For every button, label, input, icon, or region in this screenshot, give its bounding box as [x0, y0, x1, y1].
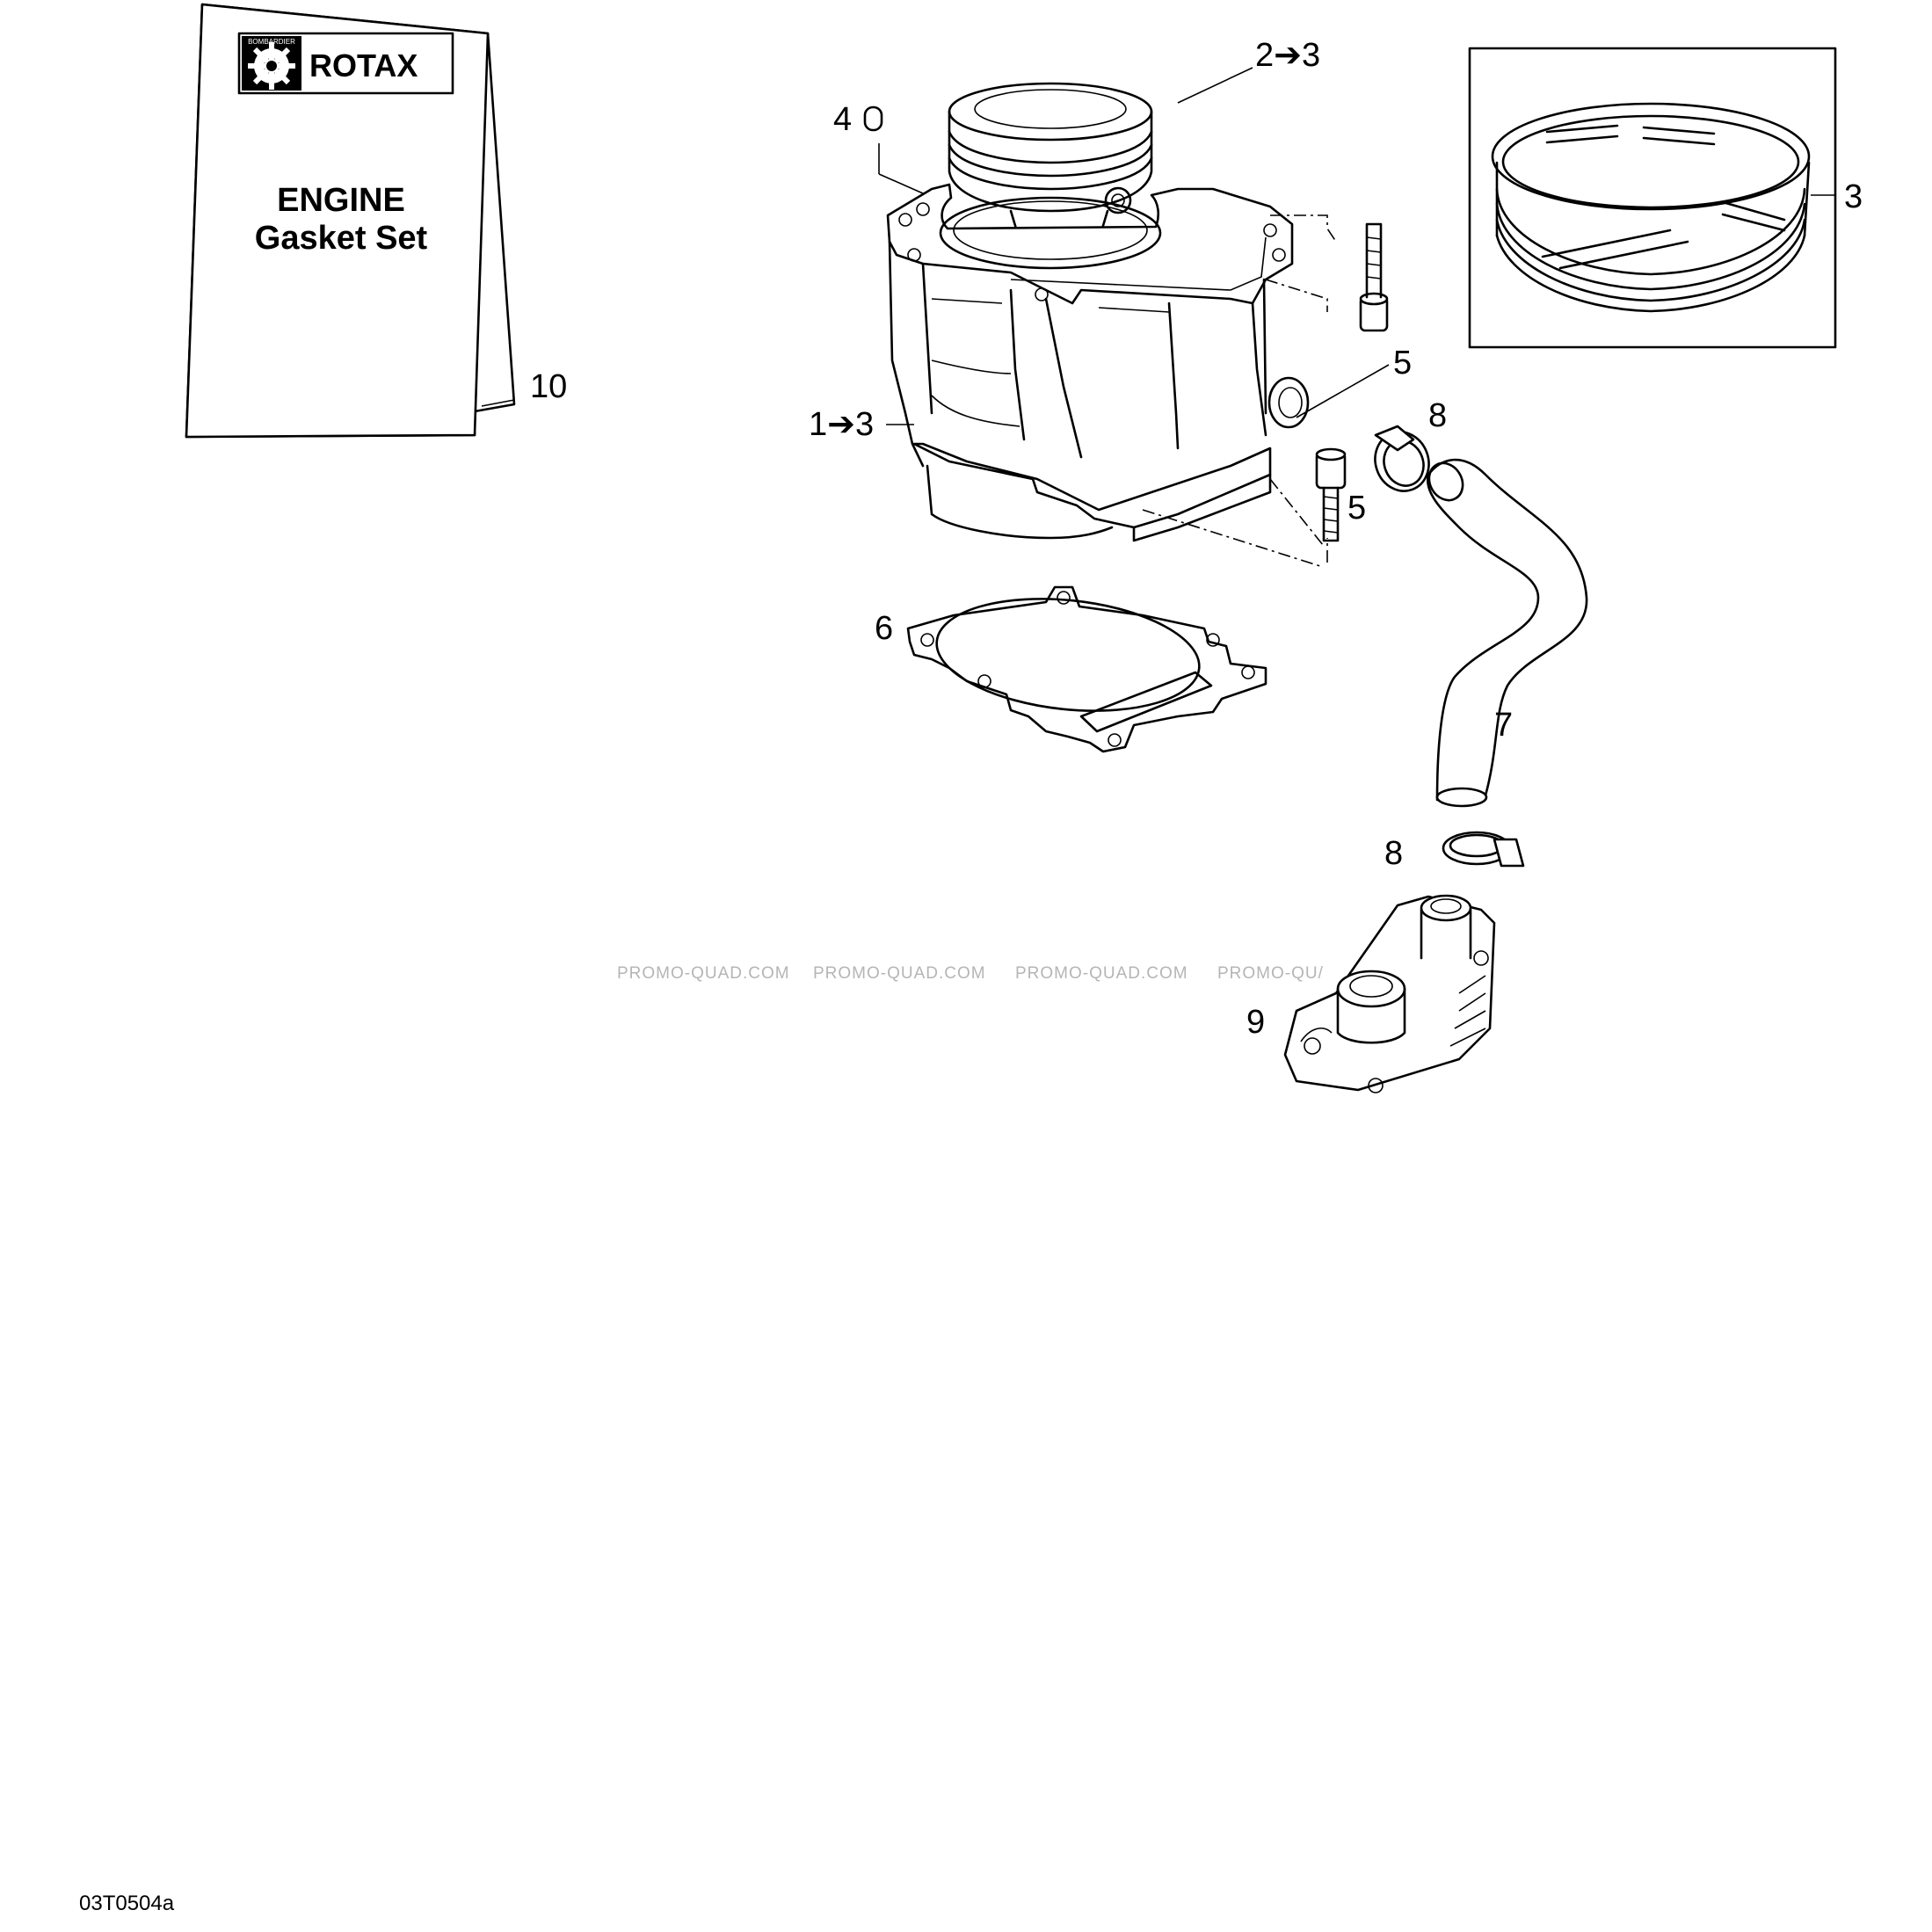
manual-title-line1: ENGINE	[277, 182, 405, 219]
brand-name: ROTAX	[309, 47, 418, 84]
callout-5-lower: 5	[1347, 490, 1366, 527]
base-gasket	[906, 585, 1267, 753]
callout-1: 1➔3	[809, 406, 874, 443]
callout-10: 10	[530, 368, 567, 405]
coolant-hose	[1426, 458, 1588, 808]
callout-4-group: 4	[833, 101, 883, 138]
callout-2: 2➔3	[1255, 37, 1320, 74]
hose-clamp-lower	[1442, 831, 1525, 868]
rotax-logo: BOMBARDIER ROTAX	[237, 32, 454, 95]
manual-title-line2: Gasket Set	[255, 220, 428, 257]
hose-clamp-upper	[1374, 425, 1430, 492]
brand-small-text: BOMBARDIER	[248, 38, 295, 46]
circle-zero-icon	[863, 105, 883, 132]
watermark-strip: PROMO-QUAD.COM PROMO-QUAD.COM PROMO-QUAD…	[617, 964, 1324, 983]
piston-ring-set-panel	[1468, 47, 1837, 349]
watermark-text: PROMO-QUAD.COM	[617, 964, 790, 983]
callout-9: 9	[1246, 1004, 1265, 1041]
drawing-code: 03T0504a	[79, 1892, 175, 1915]
screw-lower	[1142, 447, 1347, 568]
water-pump-housing	[1283, 894, 1496, 1093]
callout-8-upper: 8	[1428, 397, 1447, 434]
watermark-text: PROMO-QUAD.COM	[1015, 964, 1188, 983]
gasket-set-manual: BOMBARDIER ROTAX ENGINE Gasket Set	[185, 3, 516, 439]
cylinder	[878, 143, 1310, 542]
callout-7: 7	[1494, 707, 1513, 744]
callout-5-upper: 5	[1393, 345, 1412, 381]
piston	[948, 67, 1253, 257]
bombardier-gear-icon	[248, 42, 295, 90]
callout-4: 4	[833, 101, 852, 138]
callout-8-lower: 8	[1384, 835, 1403, 872]
watermark-text: PROMO-QUAD.COM	[813, 964, 986, 983]
watermark-text: PROMO-QU/	[1217, 964, 1324, 983]
screw-upper	[1265, 214, 1390, 418]
callout-labels: 1➔3 2➔3 3 4 5 5 6 7 8 8 9 10	[530, 37, 1863, 1041]
callout-3: 3	[1844, 178, 1863, 215]
callout-6: 6	[875, 610, 893, 647]
